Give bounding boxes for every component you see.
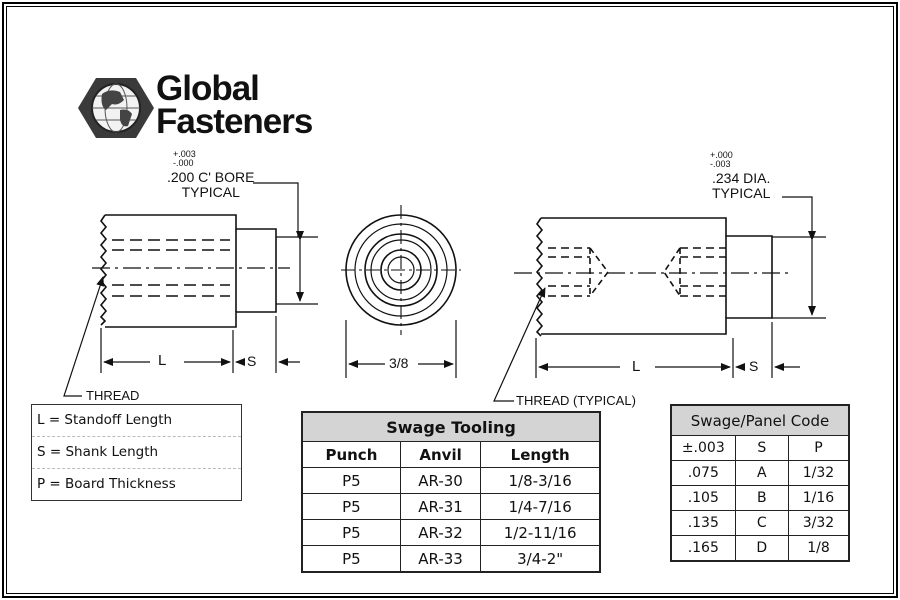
bore-tolerance-minus: -.000 <box>173 158 194 168</box>
column-header-length: Length <box>480 441 601 468</box>
inner-border <box>6 6 894 594</box>
punch-cell: P5 <box>301 493 401 520</box>
swage-tooling-table: Swage Tooling Punch Anvil Length P5 AR-3… <box>301 411 601 573</box>
right-dim-l-label: L <box>632 358 641 375</box>
size-cell: .135 <box>670 510 736 536</box>
size-cell: .165 <box>670 535 736 562</box>
bore-label: .200 C' BORE <box>167 169 255 185</box>
panel-cell: 1/8 <box>787 535 850 562</box>
left-thread-label: THREAD <box>86 388 140 403</box>
punch-cell: P5 <box>301 467 401 494</box>
panel-cell: 3/32 <box>787 510 850 536</box>
swage-tooling-title: Swage Tooling <box>301 411 601 442</box>
code-cell: D <box>734 535 789 562</box>
table-row: P5 AR-30 1/8-3/16 <box>301 467 601 494</box>
dia-typical-label: TYPICAL <box>712 185 771 201</box>
dia-label: .234 DIA. <box>712 170 771 186</box>
dia-tolerance-plus: +.000 <box>710 150 733 160</box>
size-cell: .105 <box>670 485 736 511</box>
brand-line-2: Fasteners <box>156 102 313 141</box>
anvil-cell: AR-32 <box>399 519 482 546</box>
table-row: .075 A 1/32 <box>670 460 850 486</box>
globe-hexagon-icon <box>78 78 154 138</box>
dia-tolerance-minus: -.003 <box>710 159 731 169</box>
brand-line-1: Global <box>156 69 260 108</box>
table-row: P5 AR-31 1/4-7/16 <box>301 493 601 520</box>
code-cell: A <box>734 460 789 486</box>
punch-cell: P5 <box>301 519 401 546</box>
bore-tolerance-plus: +.003 <box>173 149 196 159</box>
swage-panel-code-table: Swage/Panel Code ±.003 S P .075 A 1/32 .… <box>670 404 850 562</box>
panel-cell: 1/16 <box>787 485 850 511</box>
size-cell: .075 <box>670 460 736 486</box>
left-dim-l-label: L <box>158 352 167 369</box>
anvil-cell: AR-31 <box>399 493 482 520</box>
table-row: P5 AR-32 1/2-11/16 <box>301 519 601 546</box>
column-header-s: S <box>734 435 789 461</box>
legend-item-shank-length: S = Shank Length <box>32 437 241 469</box>
swage-panel-code-title: Swage/Panel Code <box>670 404 850 436</box>
dimension-legend: L = Standoff Length S = Shank Length P =… <box>31 404 242 501</box>
column-header-p: P <box>787 435 850 461</box>
brand-name: Global Fasteners <box>156 69 313 141</box>
column-header-tolerance: ±.003 <box>670 435 736 461</box>
table-row: P5 AR-33 3/4-2" <box>301 545 601 573</box>
bore-typical-label: TYPICAL <box>181 184 240 200</box>
anvil-cell: AR-33 <box>399 545 482 573</box>
left-dim-s-label: S <box>247 353 257 369</box>
end-view-dim-label: 3/8 <box>389 355 409 371</box>
table-row: .105 B 1/16 <box>670 485 850 511</box>
length-cell: 3/4-2" <box>480 545 601 573</box>
anvil-cell: AR-30 <box>399 467 482 494</box>
punch-cell: P5 <box>301 545 401 573</box>
table-row: .135 C 3/32 <box>670 510 850 536</box>
code-cell: C <box>734 510 789 536</box>
legend-item-standoff-length: L = Standoff Length <box>32 405 241 437</box>
right-dim-s-label: S <box>749 358 759 374</box>
code-cell: B <box>734 485 789 511</box>
length-cell: 1/4-7/16 <box>480 493 601 520</box>
column-header-punch: Punch <box>301 441 401 468</box>
length-cell: 1/2-11/16 <box>480 519 601 546</box>
table-row: .165 D 1/8 <box>670 535 850 562</box>
right-thread-label: THREAD (TYPICAL) <box>516 393 636 408</box>
length-cell: 1/8-3/16 <box>480 467 601 494</box>
legend-item-board-thickness: P = Board Thickness <box>37 476 176 492</box>
column-header-anvil: Anvil <box>399 441 482 468</box>
panel-cell: 1/32 <box>787 460 850 486</box>
